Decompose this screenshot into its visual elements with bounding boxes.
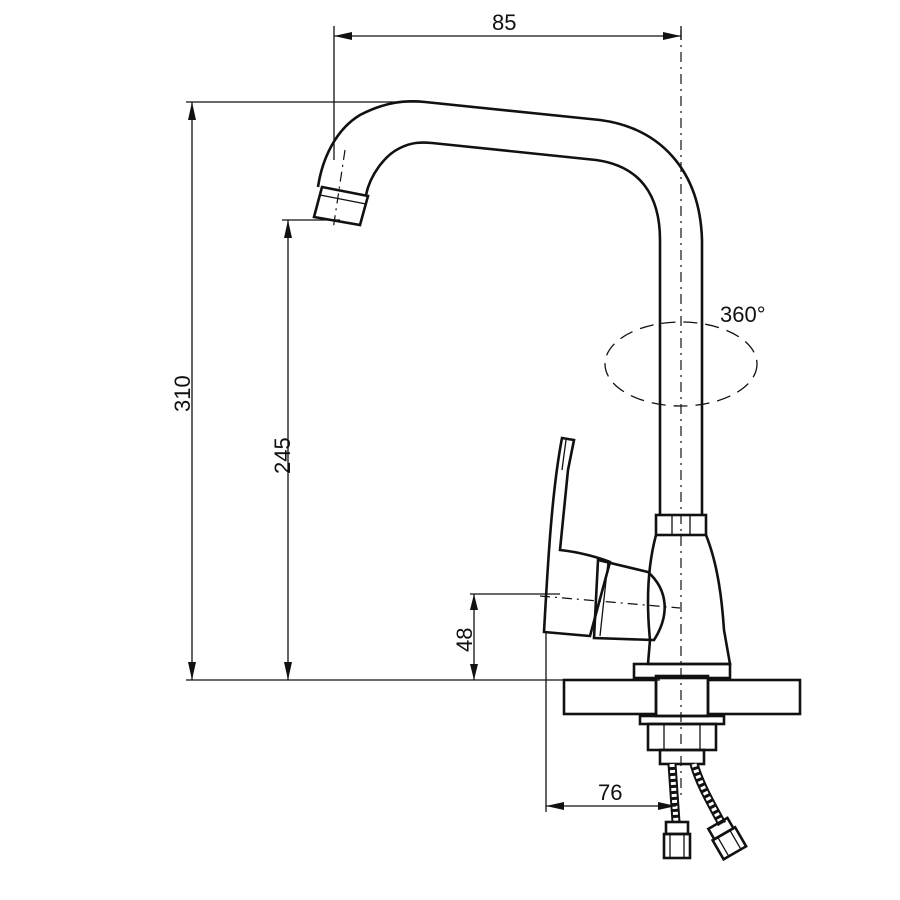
countertop-right <box>706 678 802 716</box>
dimension-outlet-height-label: 245 <box>270 437 295 474</box>
dimension-hose-offset-label: 76 <box>598 780 622 805</box>
rotation-ellipse <box>604 321 758 407</box>
rotation-label: 360° <box>720 302 766 327</box>
spout-aerator <box>312 185 370 227</box>
aerator-centerline <box>332 149 346 231</box>
countertop-left <box>562 678 658 716</box>
mixer-body <box>646 534 732 666</box>
hose-left-braid <box>669 763 679 823</box>
dimension-spout-reach-label: 85 <box>492 10 516 35</box>
mounting-stud <box>654 674 710 718</box>
dimension-total-height-label: 310 <box>170 375 195 412</box>
lever-centerline <box>539 595 681 609</box>
countertop-section <box>562 674 802 766</box>
supply-hoses <box>662 762 748 862</box>
hose-right-connector <box>706 816 748 862</box>
spout-outer-edge <box>316 100 704 515</box>
hose-fitting <box>658 748 706 766</box>
hose-left-connector <box>662 820 692 860</box>
dimension-outlet-height: 245 <box>270 219 340 680</box>
lever-housing <box>592 558 666 642</box>
dimension-lever-height: 48 <box>452 593 560 680</box>
dimension-spout-reach: 85 <box>333 10 682 160</box>
faucet-base <box>632 662 732 680</box>
dimension-hose-offset: 76 <box>545 632 676 812</box>
dimension-total-height: 310 <box>170 101 660 681</box>
dimension-lever-height-label: 48 <box>452 628 477 652</box>
lever-handle <box>542 436 612 638</box>
mounting-nut <box>646 722 718 752</box>
faucet-outline <box>312 100 732 680</box>
spout-inner-edge <box>364 141 662 515</box>
